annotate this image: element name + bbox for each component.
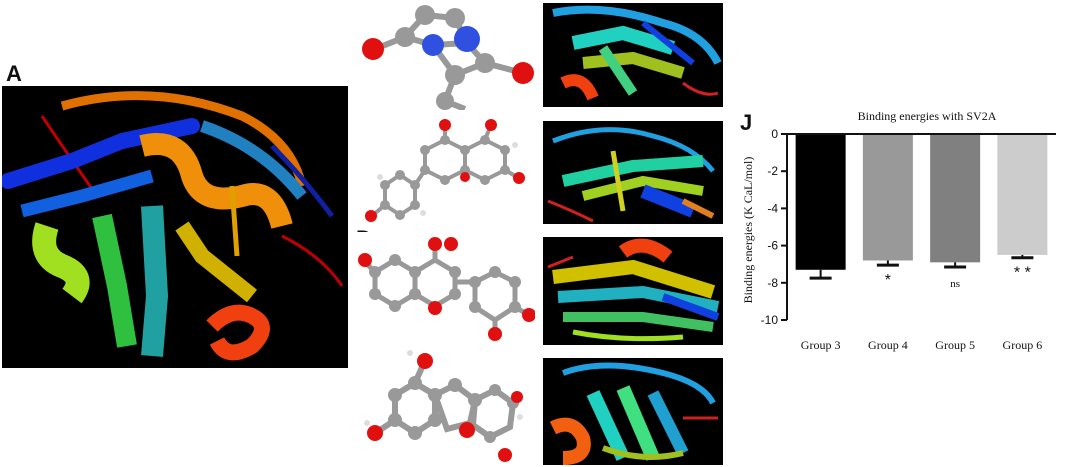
- molecule-c-image: [355, 115, 535, 225]
- docking-f-image: [543, 3, 723, 107]
- y-tick-label: 0: [771, 127, 778, 141]
- y-axis-label: Binding energies (K CaL/mol): [741, 157, 755, 304]
- bar-group-6: [997, 135, 1048, 255]
- docking-i-image: [543, 358, 723, 465]
- x-tick-label: Group 6: [1003, 338, 1043, 352]
- x-tick-label: Group 3: [801, 338, 841, 352]
- significance-label: *: [885, 272, 891, 289]
- significance-label: ns: [950, 278, 960, 290]
- y-tick-label: -2: [767, 164, 778, 178]
- chart-title: Binding energies with SV2A: [858, 109, 997, 123]
- chart-svg: Binding energies with SV2A Binding energ…: [741, 109, 1056, 352]
- panel-label-a: A: [6, 61, 22, 86]
- molecule-e-image: [355, 345, 535, 463]
- x-tick-label: Group 5: [935, 338, 975, 352]
- bar-group-4: [862, 135, 913, 261]
- docking-h-image: [543, 237, 723, 345]
- significance-label: * *: [1014, 265, 1031, 282]
- bar-group-5: [930, 135, 981, 263]
- protein-structure-image: [2, 86, 348, 368]
- bar-group-3: [795, 135, 846, 270]
- molecule-d-image: [355, 232, 535, 342]
- binding-energy-chart: Binding energies with SV2A Binding energ…: [740, 102, 1060, 462]
- molecule-b-image: [355, 3, 535, 110]
- y-tick-label: -6: [767, 239, 778, 253]
- y-tick-label: -8: [767, 276, 778, 290]
- panel-label-j: J: [740, 110, 753, 135]
- y-tick-label: -10: [761, 313, 779, 327]
- docking-g-image: [543, 121, 723, 224]
- x-tick-label: Group 4: [868, 338, 908, 352]
- y-tick-label: -4: [767, 201, 778, 215]
